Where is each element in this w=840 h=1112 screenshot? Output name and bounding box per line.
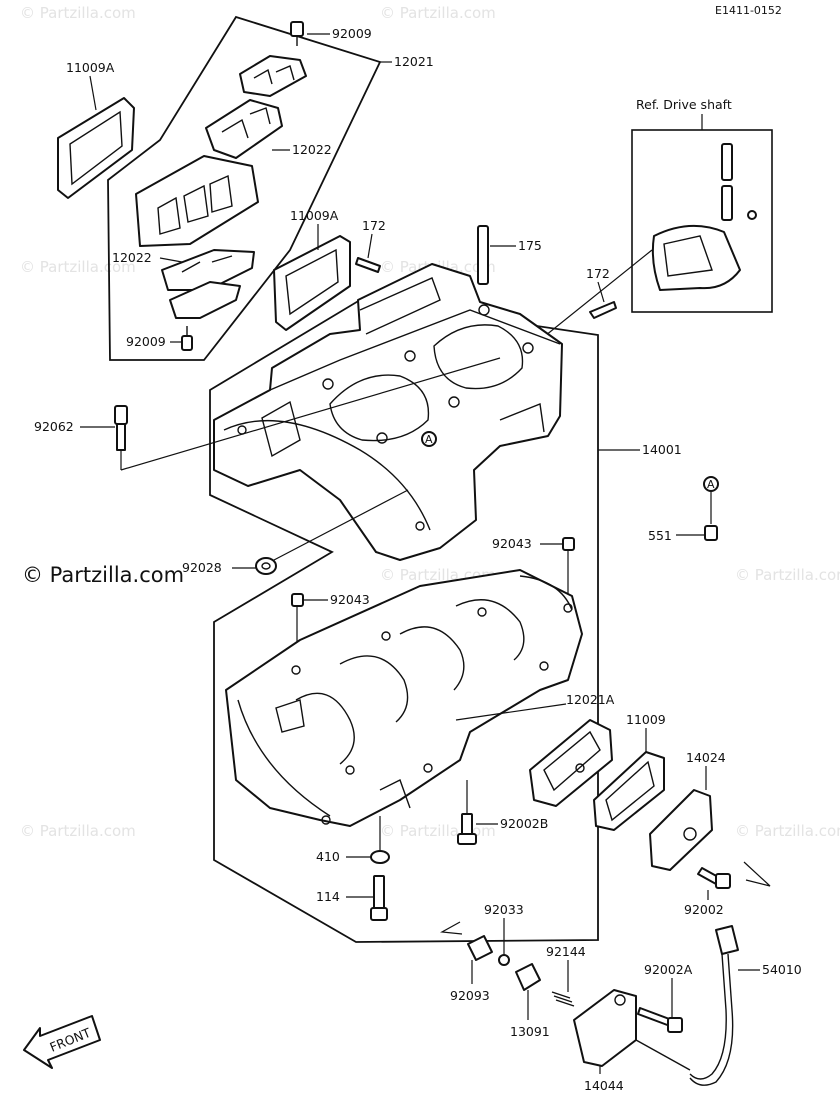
watermark: © Partzilla.com [735,566,840,584]
bolt-114 [370,875,388,921]
callout-a-marker [421,431,437,447]
part-label: 14044 [584,1078,624,1093]
bolt-92002 [697,867,731,889]
part-label: 92093 [450,988,490,1003]
cover-12021a [529,719,613,807]
bolt-92062 [114,405,128,451]
callout-a-label: A [707,478,715,491]
watermark: © Partzilla.com [20,822,136,840]
leader-line [159,257,183,263]
cover-14024 [649,789,713,871]
part-label: 12022 [112,250,152,265]
seal-92028 [255,557,277,575]
dowel-92043-right [562,537,575,551]
part-label: 175 [518,238,542,253]
leader-line [455,703,567,721]
part-label: 92062 [34,419,74,434]
leader-line [120,357,501,471]
part-label: 12021 [394,54,434,69]
direction-arrow [440,921,463,935]
upper-crankcase [213,263,563,561]
pin-551 [704,525,718,541]
reed-block [135,155,259,247]
lower-crankcase [225,569,583,827]
leader-line [367,233,373,259]
stud-175 [477,225,489,285]
part-label: 12022 [292,142,332,157]
leader-line [597,281,605,303]
watermark: © Partzilla.com [20,4,136,22]
dowel-92043-left [291,593,304,607]
part-label: 92028 [182,560,222,575]
part-label: 114 [316,889,340,904]
watermark: © Partzilla.com [380,822,496,840]
part-label: 92033 [484,902,524,917]
part-label: 92144 [546,944,586,959]
gasket-11009a-mid [273,235,351,331]
part-label: 54010 [762,962,802,977]
part-label: 172 [362,218,386,233]
part-label: 410 [316,849,340,864]
part-label: 92009 [332,26,372,41]
bolt-92002b [457,813,477,845]
cable-54010 [689,925,739,1086]
gasket-11009a-left [57,97,135,199]
plug-92093 [467,935,493,961]
diagram-code: E1411-0152 [715,4,782,17]
brand-watermark: © Partzilla.com [22,563,184,587]
ref-drive-shaft-label: Ref. Drive shaft [636,97,732,112]
leader-line [89,75,97,111]
bolt-92002a [637,1007,683,1033]
part-label: 92002B [500,816,548,831]
part-label: 11009 [626,712,666,727]
reed-stopper-low [169,281,241,319]
drive-shaft-part [651,143,757,291]
part-label: 14001 [642,442,682,457]
housing-14044 [573,989,691,1071]
front-arrow: FRONT [23,1015,101,1069]
stud-172-left [355,257,381,273]
reed-valve-group-outline [107,15,382,361]
part-label: 92043 [330,592,370,607]
valve-13091 [515,963,541,991]
part-label: 92009 [126,334,166,349]
stud-172-right [589,301,617,319]
part-label: 92002A [644,962,693,977]
spring-92144 [551,991,575,1007]
leader-line [273,489,409,561]
reed-petal-12022-mid [205,99,283,159]
washer-410 [370,850,390,864]
watermark: © Partzilla.com [380,4,496,22]
part-label: 92002 [684,902,724,917]
reed-stopper [239,55,307,97]
part-label: 12021A [566,692,615,707]
bolt-92009-low [181,326,193,351]
part-label: 11009A [66,60,115,75]
part-label: 551 [648,528,672,543]
direction-arrow [743,861,771,887]
bolt-92009-top [290,21,304,46]
part-label: 172 [586,266,610,281]
part-label: 13091 [510,1024,550,1039]
ring-92033 [498,954,510,966]
part-label: 11009A [290,208,339,223]
watermark: © Partzilla.com [735,822,840,840]
part-label: 14024 [686,750,726,765]
callout-a-label: A [425,433,433,446]
watermark: © Partzilla.com [20,258,136,276]
part-labels: 92009 12021 11009A 12022 11009A 172 175 … [34,26,802,1093]
reed-petal-12022-low [161,249,255,291]
part-label: 92043 [492,536,532,551]
